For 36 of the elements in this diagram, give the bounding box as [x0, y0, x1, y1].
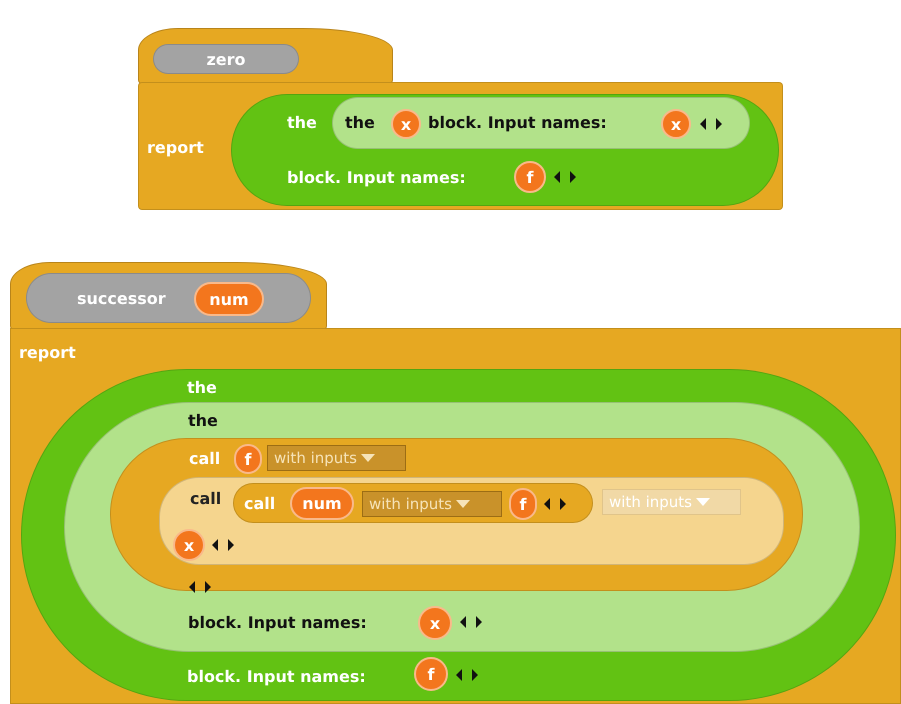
prototype-block: [26, 273, 311, 323]
dropdown-menu: with inputs: [362, 491, 502, 517]
block-label: call: [190, 489, 222, 509]
variable-blob: num: [290, 487, 354, 520]
block-label: the: [188, 411, 218, 431]
block-label: report: [19, 343, 76, 363]
variable-blob: x: [418, 606, 452, 640]
variable-blob: num: [194, 282, 264, 316]
hat-block: [138, 28, 393, 84]
variable-blob: f: [414, 657, 448, 691]
reporter-block: [233, 483, 593, 523]
block-label: the: [187, 378, 217, 398]
block-label: call: [189, 449, 220, 469]
variable-blob: x: [173, 529, 205, 561]
block-label: block. Input names:: [428, 113, 607, 133]
block-label: call: [244, 494, 276, 514]
dropdown-menu: with inputs: [602, 489, 741, 515]
ring-block: [332, 97, 750, 149]
ring-block: [231, 94, 779, 206]
block-label: block. Input names:: [187, 667, 366, 687]
variable-blob: f: [514, 161, 546, 193]
reporter-block: [159, 477, 784, 565]
variable-blob: f: [509, 488, 537, 520]
variable-blob: f: [234, 444, 262, 474]
block-label: successor: [77, 289, 166, 309]
block-label: the: [345, 113, 375, 133]
command-block: [138, 82, 783, 210]
variable-blob: x: [661, 109, 691, 139]
variable-blob: x: [391, 109, 421, 139]
block-label: report: [147, 138, 204, 158]
dropdown-menu: with inputs: [267, 445, 406, 471]
block-label: block. Input names:: [188, 613, 367, 633]
block-label: block. Input names:: [287, 168, 466, 188]
prototype-block: zero: [153, 44, 299, 74]
block-label: the: [287, 113, 317, 133]
hat-block: [10, 262, 327, 330]
